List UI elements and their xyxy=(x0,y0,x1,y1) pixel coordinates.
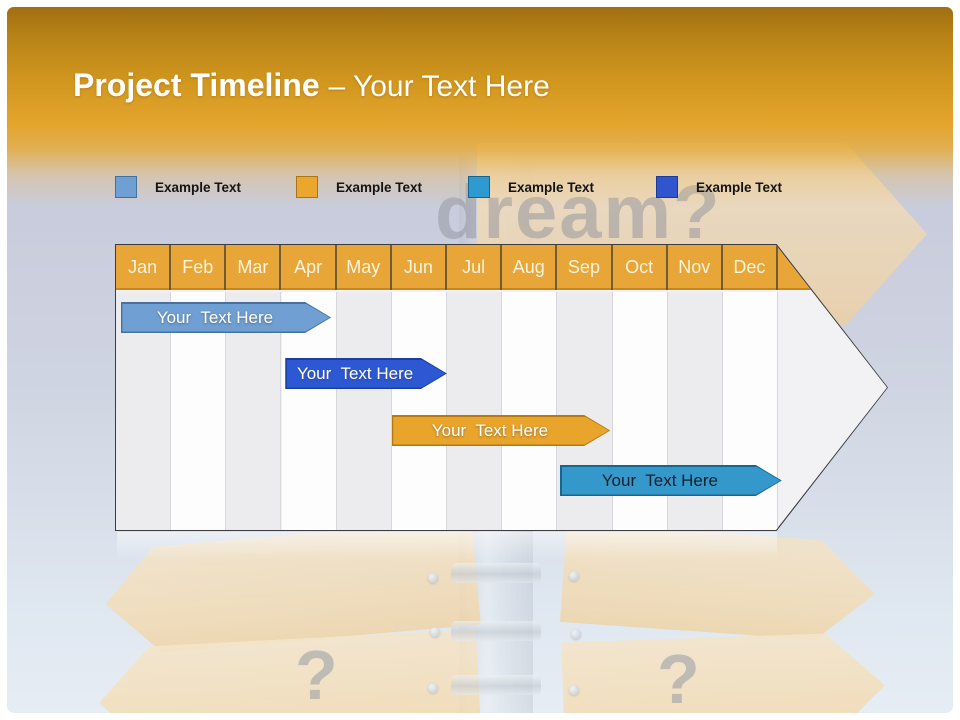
timeline-bar-1[interactable]: Your Text Here xyxy=(121,302,331,333)
month-header-mar[interactable]: Mar xyxy=(226,245,282,290)
timeline-bar-label: Your Text Here xyxy=(156,307,274,327)
pole-clamp xyxy=(451,563,541,583)
column-stripe-jul xyxy=(447,292,503,530)
month-header-jun[interactable]: Jun xyxy=(392,245,447,290)
month-header-feb[interactable]: Feb xyxy=(171,245,227,290)
page-title[interactable]: Project Timeline – Your Text Here xyxy=(73,67,550,104)
legend-swatch-icon xyxy=(296,176,318,198)
title-secondary: – Your Text Here xyxy=(328,70,550,103)
month-header-jan[interactable]: Jan xyxy=(116,245,172,290)
legend-item-1[interactable]: Example Text xyxy=(115,175,241,199)
legend: Example Text Example Text Example Text Exam… xyxy=(7,175,953,203)
month-header-nov[interactable]: Nov xyxy=(668,245,723,290)
legend-swatch-icon xyxy=(115,176,137,198)
question-mark-watermark-left: ? xyxy=(295,636,340,714)
legend-item-2[interactable]: Example Text xyxy=(296,175,422,199)
legend-label: Example Text xyxy=(508,179,595,195)
pole-clamp xyxy=(451,621,541,641)
legend-item-4[interactable]: Example Text xyxy=(656,175,782,199)
timeline-bar-fill: Your Text Here xyxy=(393,417,608,445)
legend-swatch-icon xyxy=(656,176,678,198)
question-mark-watermark-right: ? xyxy=(657,640,702,718)
title-primary: Project Timeline xyxy=(73,67,329,103)
legend-swatch-icon xyxy=(468,176,490,198)
legend-label: Example Text xyxy=(696,179,783,195)
sign-bolt xyxy=(569,685,579,695)
timeline-bar-3[interactable]: Your Text Here xyxy=(392,415,610,446)
chart-reflection xyxy=(117,532,777,560)
signpost-sign-bottom-right-2 xyxy=(561,631,887,720)
legend-label: Example Text xyxy=(336,179,423,195)
timeline-bar-fill: Your Text Here xyxy=(122,304,329,332)
timeline-bar-label: Your Text Here xyxy=(296,363,414,383)
pole-clamp xyxy=(451,675,541,695)
sign-bolt xyxy=(569,571,579,581)
legend-label: Example Text xyxy=(155,179,242,195)
month-header-jul[interactable]: Jul xyxy=(447,245,503,290)
timeline-bar-label: Your Text Here xyxy=(431,420,549,440)
column-stripe-may xyxy=(336,292,392,530)
month-header-may[interactable]: May xyxy=(337,245,392,290)
month-header-sep[interactable]: Sep xyxy=(557,245,613,290)
sign-bolt xyxy=(428,683,438,693)
timeline-bar-fill: Your Text Here xyxy=(562,467,781,495)
month-header-aug[interactable]: Aug xyxy=(502,245,558,290)
timeline-bar-4[interactable]: Your Text Here xyxy=(560,465,782,496)
month-header-oct[interactable]: Oct xyxy=(613,245,668,290)
timeline-bar-label: Your Text Here xyxy=(601,470,719,490)
timeline-bar-fill: Your Text Here xyxy=(287,360,446,388)
legend-item-3[interactable]: Example Text xyxy=(468,175,594,199)
sign-bolt xyxy=(571,629,581,639)
month-header-dec[interactable]: Dec xyxy=(723,245,779,290)
header-band xyxy=(7,7,953,207)
column-stripe-aug xyxy=(502,292,558,530)
column-stripe-jun xyxy=(391,292,447,530)
timeline-bar-2[interactable]: Your Text Here xyxy=(285,358,447,389)
sign-bolt xyxy=(430,627,440,637)
month-header-apr[interactable]: Apr xyxy=(282,245,337,290)
sign-bolt xyxy=(428,573,438,583)
